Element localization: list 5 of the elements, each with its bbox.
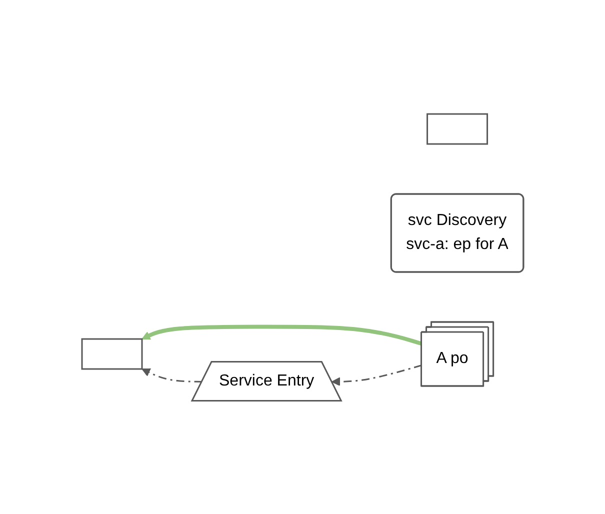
arrow bbox=[141, 324, 422, 346]
arrow bbox=[331, 364, 422, 386]
node-box bbox=[426, 112, 488, 144]
node-box bbox=[81, 338, 143, 370]
arrow bbox=[141, 368, 202, 382]
